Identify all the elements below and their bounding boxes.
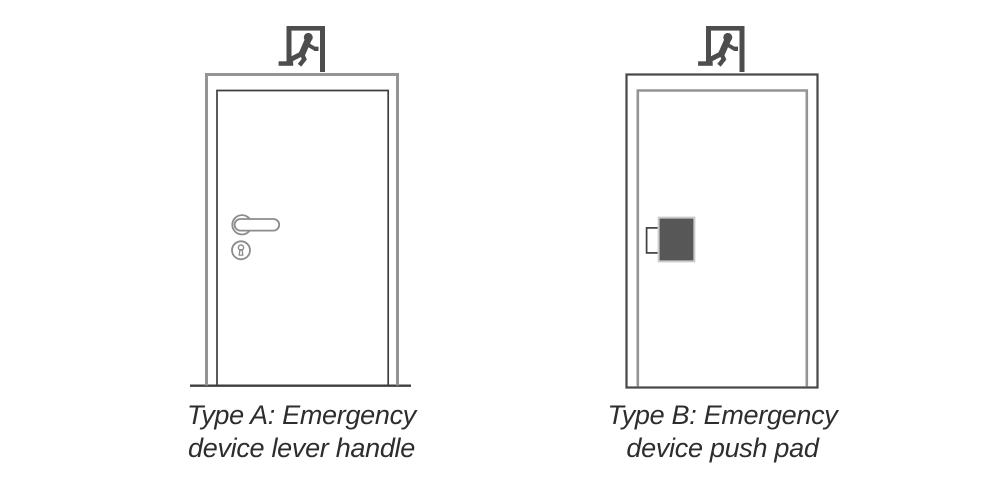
running-man-hand bbox=[733, 46, 738, 51]
figure-label-type-a: Type A: Emergency device lever handle bbox=[150, 399, 453, 465]
lever-handle-icon bbox=[231, 214, 281, 261]
label-line-2: device lever handle bbox=[188, 433, 415, 463]
sign-door-left-jamb bbox=[286, 26, 292, 65]
door-leaf bbox=[216, 89, 390, 386]
exit-sign-icon bbox=[698, 26, 745, 72]
figure-type-b bbox=[625, 26, 819, 389]
running-man-torso bbox=[718, 38, 731, 56]
sign-door-right-jamb bbox=[739, 26, 745, 72]
running-man-rear-leg bbox=[297, 52, 307, 67]
push-pad bbox=[657, 216, 696, 263]
running-man-hand bbox=[313, 46, 319, 51]
running-man-torso bbox=[298, 38, 312, 56]
running-man-foot bbox=[698, 61, 713, 66]
door-leaf bbox=[636, 89, 809, 387]
sign-door-top-bar bbox=[286, 26, 325, 31]
label-line-1: Type B: Emergency bbox=[607, 400, 838, 430]
sign-door-top-bar bbox=[706, 26, 745, 31]
sign-door-right-jamb bbox=[320, 26, 325, 72]
figure-type-a bbox=[190, 26, 411, 387]
door-frame bbox=[205, 73, 399, 386]
running-man-arm bbox=[724, 41, 735, 51]
running-man-arm bbox=[305, 41, 316, 51]
keyhole-slot bbox=[238, 249, 244, 256]
running-man-rear-leg bbox=[717, 52, 727, 67]
sign-door-left-jamb bbox=[706, 26, 711, 65]
exit-sign-icon bbox=[278, 26, 325, 72]
push-pad-icon bbox=[645, 216, 696, 263]
figure-label-type-b: Type B: Emergency device push pad bbox=[571, 399, 874, 465]
label-line-2: device push pad bbox=[626, 433, 819, 463]
running-man-foot bbox=[278, 61, 294, 66]
door-frame bbox=[625, 73, 819, 389]
handle-lever bbox=[233, 218, 281, 232]
label-line-1: Type A: Emergency bbox=[187, 400, 416, 430]
